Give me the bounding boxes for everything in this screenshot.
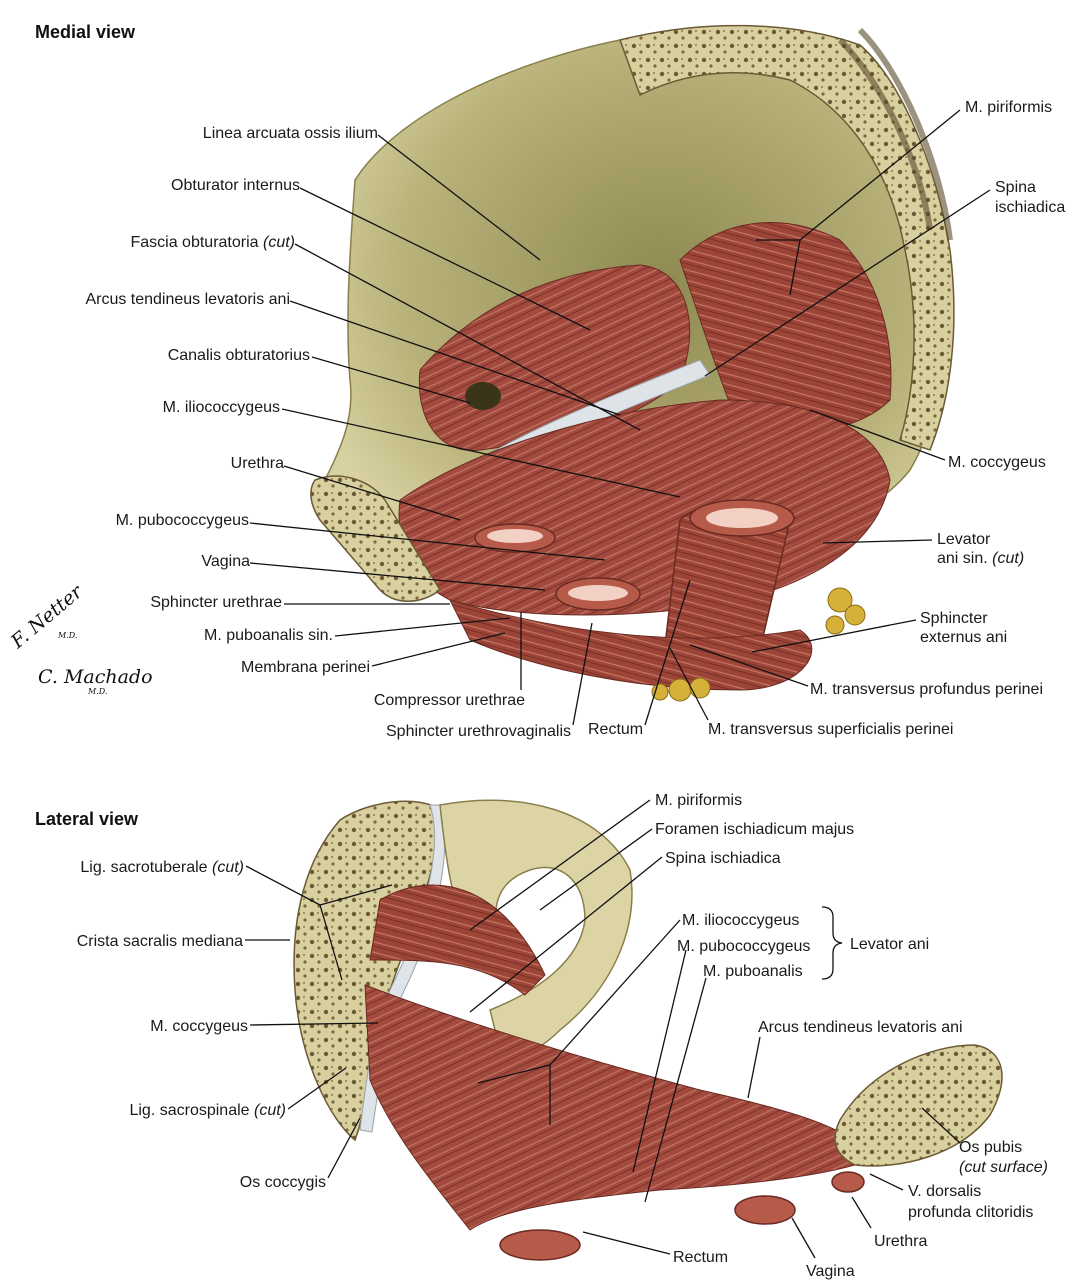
label-rectum-lateral: Rectum <box>673 1249 728 1266</box>
label-vagina-lateral: Vagina <box>806 1263 855 1280</box>
label-lig-sacrospinale-cut: (cut) <box>254 1102 286 1119</box>
lateral-labels: Lig. sacrotuberale (cut) Crista sacralis… <box>77 792 1048 1280</box>
label-lig-sacrotuberale-text: Lig. sacrotuberale <box>80 859 207 876</box>
label-piriformis-lateral: M. piriformis <box>655 792 742 809</box>
sacrum <box>619 24 955 451</box>
label-transversus-profundus: M. transversus profundus perinei <box>810 681 1043 698</box>
label-fascia-obturatoria-cut: (cut) <box>263 234 295 251</box>
label-lig-sacrotuberale-cut: (cut) <box>212 859 244 876</box>
label-os-coccygis: Os coccygis <box>240 1174 326 1191</box>
signature-netter: F. Netter <box>6 580 88 654</box>
label-urethra-medial: Urethra <box>231 455 284 472</box>
pubis-cut-medial <box>310 475 441 602</box>
levator-ani-lateral <box>364 984 871 1231</box>
label-crista-sacralis: Crista sacralis mediana <box>77 933 243 950</box>
label-v-dorsalis-1: V. dorsalis <box>908 1183 981 1200</box>
label-levator-ani-sin-1: Levator <box>937 531 991 548</box>
label-vagina-medial: Vagina <box>201 553 250 570</box>
label-sphincter-urethrovaginalis: Sphincter urethrovaginalis <box>386 723 571 740</box>
label-lig-sacrotuberale: Lig. sacrotuberale (cut) <box>80 859 244 876</box>
label-lig-sacrospinale-text: Lig. sacrospinale <box>129 1102 249 1119</box>
medial-leader-lines <box>249 109 991 726</box>
label-piriformis-medial: M. piriformis <box>965 99 1052 116</box>
label-linea-arcuata: Linea arcuata ossis ilium <box>203 125 378 142</box>
label-lig-sacrospinale: Lig. sacrospinale (cut) <box>129 1102 286 1119</box>
label-spina-1: Spina <box>995 179 1036 196</box>
label-arcus-tendineus-lateral: Arcus tendineus levatoris ani <box>758 1019 963 1036</box>
label-foramen: Foramen ischiadicum majus <box>655 821 854 838</box>
rectum-tube-lateral <box>499 1229 581 1261</box>
label-coccygeus-lateral: M. coccygeus <box>150 1018 248 1035</box>
label-sphincter-externus-2: externus ani <box>920 629 1007 646</box>
label-iliococcygeus-lateral: M. iliococcygeus <box>682 912 799 929</box>
label-puboanalis-sin: M. puboanalis sin. <box>204 627 333 644</box>
piriformis-coccygeus-muscle <box>679 222 892 435</box>
label-membrana-perinei: Membrana perinei <box>241 659 370 676</box>
perineal-muscles <box>449 599 813 691</box>
label-fascia-obturatoria-text: Fascia obturatoria <box>130 234 258 251</box>
label-transversus-superficialis: M. transversus superficialis perinei <box>708 721 953 738</box>
label-pubococcygeus-medial: M. pubococcygeus <box>116 512 249 529</box>
signature-machado: C. Machado <box>38 666 153 688</box>
medial-view-title: Medial view <box>35 22 136 42</box>
piriformis-lateral <box>369 884 546 996</box>
medial-labels: Linea arcuata ossis ilium Obturator inte… <box>85 99 1065 740</box>
label-fascia-obturatoria: Fascia obturatoria (cut) <box>130 234 295 251</box>
label-spina-lateral: Spina ischiadica <box>665 850 781 867</box>
obturator-canal <box>465 382 501 410</box>
lateral-view-title: Lateral view <box>35 809 139 829</box>
label-levator-ani-sin-cut: (cut) <box>992 550 1024 567</box>
label-os-pubis-2: (cut surface) <box>959 1159 1048 1176</box>
label-compressor-urethrae: Compressor urethrae <box>374 692 525 709</box>
label-canalis-obturatorius: Canalis obturatorius <box>168 347 310 364</box>
label-levator-ani-sin-2: ani sin. (cut) <box>937 550 1024 567</box>
label-iliococcygeus-medial: M. iliococcygeus <box>163 399 280 416</box>
label-pubococcygeus-lateral: M. pubococcygeus <box>677 938 810 955</box>
label-urethra-lateral: Urethra <box>874 1233 927 1250</box>
label-levator-ani-sin-2-text: ani sin. <box>937 550 988 567</box>
label-spina-2: ischiadica <box>995 199 1065 216</box>
urethra-lumen <box>487 529 543 543</box>
label-sphincter-urethrae: Sphincter urethrae <box>150 594 282 611</box>
label-coccygeus-medial: M. coccygeus <box>948 454 1046 471</box>
label-puboanalis-lateral: M. puboanalis <box>703 963 803 980</box>
label-arcus-tendineus-medial: Arcus tendineus levatoris ani <box>85 291 290 308</box>
sacral-segments <box>837 27 953 241</box>
label-v-dorsalis-2: profunda clitoridis <box>908 1204 1033 1221</box>
lateral-view-illustration <box>293 799 1003 1261</box>
label-rectum-medial: Rectum <box>588 721 643 738</box>
rectum-lumen <box>706 508 778 528</box>
fat-lobules <box>651 587 866 702</box>
label-obturator-internus: Obturator internus <box>171 177 300 194</box>
medial-view-illustration <box>310 24 955 702</box>
signature-machado-md: M.D. <box>87 687 107 696</box>
vagina-tube-lateral <box>734 1195 796 1225</box>
label-levator-ani: Levator ani <box>850 936 929 953</box>
urethra-tube-lateral <box>831 1171 865 1193</box>
artist-signatures: F. Netter M.D. C. Machado M.D. <box>6 580 152 696</box>
vagina-lumen <box>568 585 628 601</box>
signature-netter-md: M.D. <box>57 631 77 640</box>
label-os-pubis-1: Os pubis <box>959 1139 1022 1156</box>
os-pubis-lateral <box>834 1044 1003 1167</box>
label-sphincter-externus-1: Sphincter <box>920 610 988 627</box>
lateral-leader-lines <box>245 799 961 1259</box>
